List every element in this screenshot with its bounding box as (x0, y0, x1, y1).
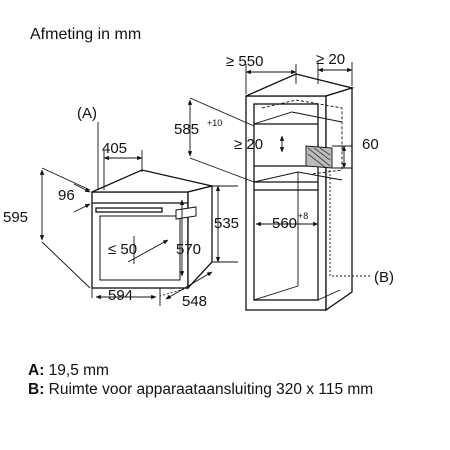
dim-405: 405 (102, 140, 127, 157)
oven-labels: (A) 405 96 595 ≤ 50 570 535 594 548 (3, 105, 239, 310)
oven-handle (95, 207, 163, 213)
cabinet-front (245, 95, 327, 311)
legend-b-key: B: (28, 381, 45, 398)
legend-a-key: A: (28, 362, 45, 379)
dim-560: 560 (272, 215, 297, 232)
legend-a: A: 19,5 mm (28, 362, 109, 379)
oven-drawing (91, 169, 213, 297)
dim-548: 548 (182, 293, 207, 310)
dim-595: 595 (3, 209, 28, 226)
dim-535: 535 (214, 215, 239, 232)
label-a: (A) (77, 105, 97, 122)
cabinet-drawing (245, 73, 355, 312)
dim-20-inner: ≥ 20 (234, 136, 263, 153)
dim-570: 570 (176, 241, 201, 258)
cabinet-dimensions (187, 62, 372, 277)
dim-96: 96 (58, 187, 75, 204)
oven-side (187, 185, 213, 290)
cabinet-side (325, 87, 353, 312)
oven-dimensions (39, 122, 238, 306)
cabinet-labels: ≥ 550 ≥ 20 585 +10 ≥ 20 60 560 +8 (B) (174, 51, 394, 286)
dim-550: ≥ 550 (226, 53, 263, 70)
dim-585-tolerance: +10 (207, 118, 222, 128)
oven-top (91, 169, 213, 193)
page-title: Afmeting in mm (30, 26, 142, 43)
dim-585: 585 (174, 121, 199, 138)
oven-front (91, 191, 189, 289)
dim-560-tolerance: +8 (298, 211, 308, 221)
label-b: (B) (374, 269, 394, 286)
dim-20-top: ≥ 20 (316, 51, 345, 68)
legend-a-text: 19,5 mm (48, 362, 109, 379)
legend-b: B: Ruimte voor apparaataansluiting 320 x… (28, 381, 428, 398)
dim-50: ≤ 50 (108, 241, 137, 258)
legend-b-text: Ruimte voor apparaataansluiting 320 x 11… (48, 381, 374, 398)
dim-594: 594 (108, 287, 133, 304)
dim-60: 60 (362, 136, 379, 153)
